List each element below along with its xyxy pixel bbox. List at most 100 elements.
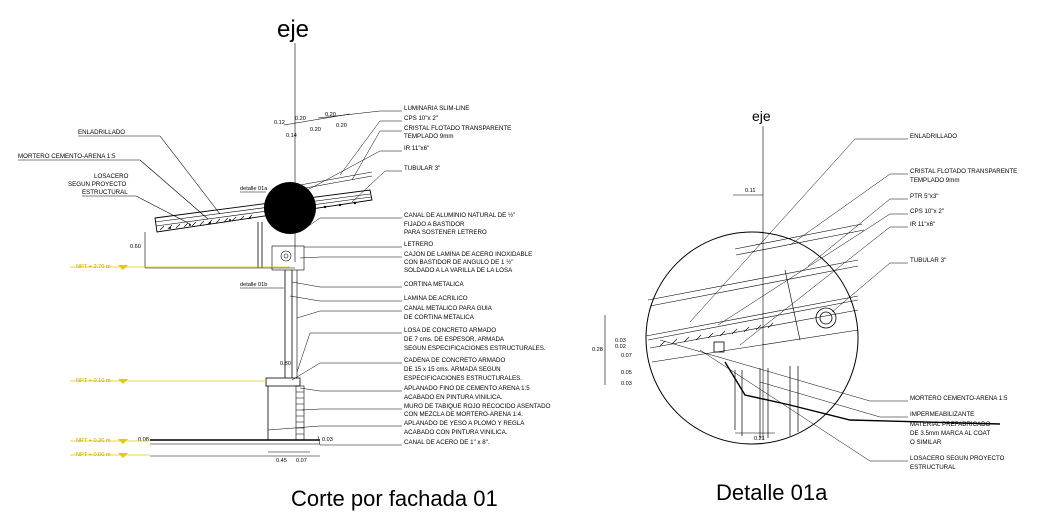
axis-label-a: eje [277, 16, 309, 43]
lower-structure [734, 366, 799, 438]
tube-edge [784, 269, 801, 341]
dim-045: 0.45 [276, 458, 287, 464]
dim-014: 0.14 [286, 133, 297, 139]
label-0: LUMINARIA SLIM-LINE [404, 105, 469, 112]
level-020: NPT + 0.20 m [76, 438, 111, 444]
glass-top [734, 223, 863, 250]
tubular-3-circle [815, 307, 837, 329]
label-29: CANAL DE ACERO DE 1" x 8". [404, 439, 490, 446]
dim-020b: 0.20 [325, 112, 336, 118]
label-20: CADENA DE CONCRETO ARMADO [404, 357, 505, 364]
level-000: NPT + 0.00 m [76, 452, 111, 458]
label-1: CPS 10"x 2" [404, 115, 438, 122]
beam-top [647, 259, 859, 301]
label-16: DE CORTINA METALICA [404, 314, 475, 321]
label-b-3: PTR 5"x3" [910, 193, 938, 200]
label-10: CAJON DE LAMINA DE ACERO INOXIDABLE [404, 251, 532, 258]
label-12: SOLDADO A LA VARILLA DE LA LOSA [404, 267, 513, 274]
dim-007b: 0.07 [621, 353, 632, 359]
labels-b: ENLADRILLADO CRISTAL FLOTADO TRANSPARENT… [910, 133, 1017, 471]
dim-012: 0.12 [274, 120, 285, 126]
dim-007: 0.07 [296, 458, 307, 464]
dim-005: 0.05 [621, 370, 632, 376]
detail-circle [645, 231, 859, 445]
dim-060: 0.60 [130, 244, 141, 250]
dim-003: 0.03 [322, 437, 333, 443]
leaders-b [659, 138, 908, 462]
dim-003a: 0.03 [615, 338, 626, 344]
label-b-5: IR 11"x6" [910, 221, 935, 228]
impermeabilizante-line [724, 361, 1001, 425]
dim-020d: 0.20 [336, 123, 347, 129]
cadena [265, 377, 301, 387]
beam-bot [649, 265, 859, 307]
label-22: ESPECIFICACIONES ESTRUCTURALES. [404, 375, 522, 382]
section-a: eje 0.12 0.20 0.20 0.14 0.20 0.20 0.60 [18, 16, 551, 511]
label-13: CORTINA METALICA [404, 281, 464, 288]
label-18: DE 7 cms. DE ESPESOR, ARMADA [404, 336, 505, 343]
label-17: LOSA DE CONCRETO ARMADO [404, 327, 496, 334]
dim-020a: 0.20 [295, 116, 306, 122]
dim-003b: 0.03 [621, 381, 632, 387]
section-b: eje 0.11 0.28 0. [592, 108, 1017, 505]
label-b-4: CPS 10"x 2" [910, 208, 944, 215]
dim-020c: 0.20 [310, 127, 321, 133]
dim-002: 0.02 [615, 344, 626, 350]
label-b-8: IMPERMEABILIZANTE [910, 411, 974, 418]
label-24: ACABADO EN PINTURA VINILICA. [404, 394, 503, 401]
level-010: NPT + 0.10 m [76, 378, 111, 384]
sign-box [271, 245, 305, 271]
label-b-2: TEMPLADO 9mm [910, 177, 960, 184]
slab-bot [651, 329, 859, 363]
glass-line-2 [299, 175, 373, 190]
label-28: ACABADO CON PINTURA VINILICA. [404, 429, 508, 436]
label-6: CANAL DE ALUMINIO NATURAL DE ½" [404, 212, 515, 219]
label-2: CRISTAL FLOTADO TRANSPARENTE [404, 125, 511, 132]
detail-callout-circle [264, 182, 316, 234]
level-270: NPT + 2.70 m [76, 264, 111, 270]
label-19: SEGUN ESPECIFICACIONES ESTRUCTURALES. [404, 345, 546, 352]
label-5: TUBULAR 3" [404, 165, 440, 172]
label-losacero-2: SEGUN PROYECTO [68, 181, 127, 188]
level-marks: NPT + 2.70 m NPT + 0.10 m NPT + 0.20 m N… [70, 264, 290, 458]
detail-ref-01a: detalle 01a [240, 186, 268, 192]
label-mortero: MORTERO CEMENTO-ARENA 1:5 [18, 153, 116, 160]
label-b-10: DE 3.5mm MARCA AL COAT [910, 430, 990, 437]
label-b-9: MATERIAL PREFABRICADO [910, 421, 991, 428]
left-labels: ENLADRILLADO MORTERO CEMENTO-ARENA 1:5 L… [18, 129, 221, 225]
label-8: PARA SOSTENER LETRERO [404, 229, 487, 236]
label-14: LAMINA DE ACRILICO [404, 295, 468, 302]
label-b-12: LOSACERO SEGUN PROYECTO [910, 455, 1005, 462]
title-corte: Corte por fachada 01 [291, 486, 498, 511]
label-27: APLANADO DE YESO A PLOMO Y REGLA [404, 420, 525, 427]
dim-011: 0.11 [745, 188, 755, 194]
label-b-13: ESTRUCTURAL [910, 464, 956, 471]
label-7: FIJADO A BASTIDOR [404, 221, 465, 228]
label-b-0: ENLADRILLADO [910, 133, 957, 140]
label-25: MURO DE TABIQUE ROJO RECOCIDO ASENTADO [404, 403, 551, 410]
label-15: CANAL METALICO PARA GUIA [404, 305, 493, 312]
label-23: APLANADO FINO DE CEMENTO ARENA 1:5 [404, 385, 530, 392]
label-11: CON BASTIDOR DE ANGULO DE 1 ½" [404, 259, 513, 266]
roof-rebar-dots [169, 201, 357, 229]
cortina-roller [280, 250, 292, 262]
right-leaders [267, 110, 402, 446]
slab-l2 [647, 299, 859, 341]
glass-line [299, 171, 373, 186]
label-9: LETRERO [404, 241, 433, 248]
right-labels: LUMINARIA SLIM-LINE CPS 10"x 2" CRISTAL … [404, 105, 551, 446]
glass-bot [735, 229, 865, 256]
roof-layer-line [154, 193, 371, 223]
slab-hatch-b [659, 322, 774, 347]
wall-brick [295, 385, 305, 441]
dim-021: 0.21 [754, 436, 765, 442]
label-b-11: O SIMILAR [910, 439, 942, 446]
dim-008: 0.08 [138, 437, 149, 443]
label-losacero: LOSACERO [94, 173, 129, 180]
label-21: DE 15 x 15 cms. ARMADA SEGUN [404, 366, 501, 373]
dim-080: 0.80 [280, 361, 291, 367]
axis-label-b: eje [752, 108, 771, 124]
label-b-6: TUBULAR 3" [910, 257, 946, 264]
title-detalle: Detalle 01a [716, 480, 828, 505]
